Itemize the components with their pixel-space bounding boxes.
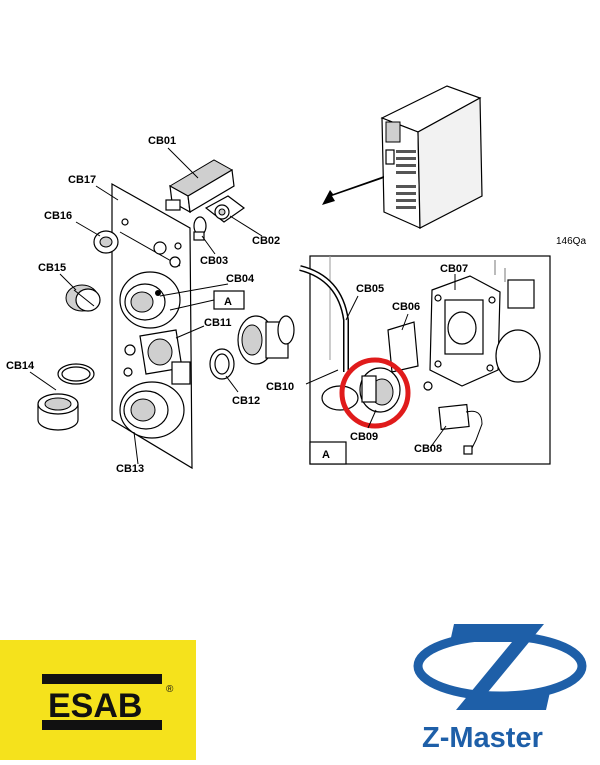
label-cb06: CB06 xyxy=(392,301,420,313)
label-cb05: CB05 xyxy=(356,283,384,295)
part-cb03-fitting xyxy=(193,216,207,241)
part-cb02-flange xyxy=(204,195,246,223)
part-cb04-socket xyxy=(119,271,181,329)
part-cb15-knob xyxy=(65,284,101,312)
part-cb14-cap xyxy=(37,363,95,431)
label-cb04: CB04 xyxy=(226,273,255,285)
label-cb14: CB14 xyxy=(6,360,35,372)
connector-plug xyxy=(237,315,295,365)
label-cb01: CB01 xyxy=(148,135,176,147)
highlight-circle xyxy=(339,357,411,429)
zmaster-logo: Z-Master xyxy=(400,610,600,760)
label-cb13: CB13 xyxy=(116,463,144,475)
part-cb16-nut xyxy=(93,230,119,254)
label-cb16: CB16 xyxy=(44,210,72,222)
label-cb10: CB10 xyxy=(266,381,294,393)
esab-registered-mark: ® xyxy=(166,684,174,695)
part-cb01-valve xyxy=(165,159,235,214)
esab-logo: ESAB ® xyxy=(0,640,196,760)
label-cb09: CB09 xyxy=(350,431,378,443)
label-cb07: CB07 xyxy=(440,263,468,275)
label-cb11: CB11 xyxy=(204,317,232,329)
part-cb13-socket xyxy=(119,381,185,439)
label-cb03: CB03 xyxy=(200,255,228,267)
esab-logo-text: ESAB xyxy=(48,687,142,725)
label-cb12: CB12 xyxy=(232,395,260,407)
label-cb15: CB15 xyxy=(38,262,66,274)
detail-view-a xyxy=(299,255,551,465)
label-cb08: CB08 xyxy=(414,443,442,455)
detail-letter-box xyxy=(309,441,347,465)
zmaster-logo-text: Z-Master xyxy=(422,722,543,754)
parts-diagram: 146Qa xyxy=(6,85,586,475)
machine-thumbnail xyxy=(322,85,483,229)
part-cb11-flange xyxy=(123,329,191,385)
detail-marker-letter: A xyxy=(224,296,232,308)
detail-letter: A xyxy=(322,449,330,461)
label-cb02: CB02 xyxy=(252,235,280,247)
label-cb17: CB17 xyxy=(68,174,96,186)
part-cb12-ring xyxy=(209,348,235,380)
reference-code: 146Qa xyxy=(556,236,586,247)
